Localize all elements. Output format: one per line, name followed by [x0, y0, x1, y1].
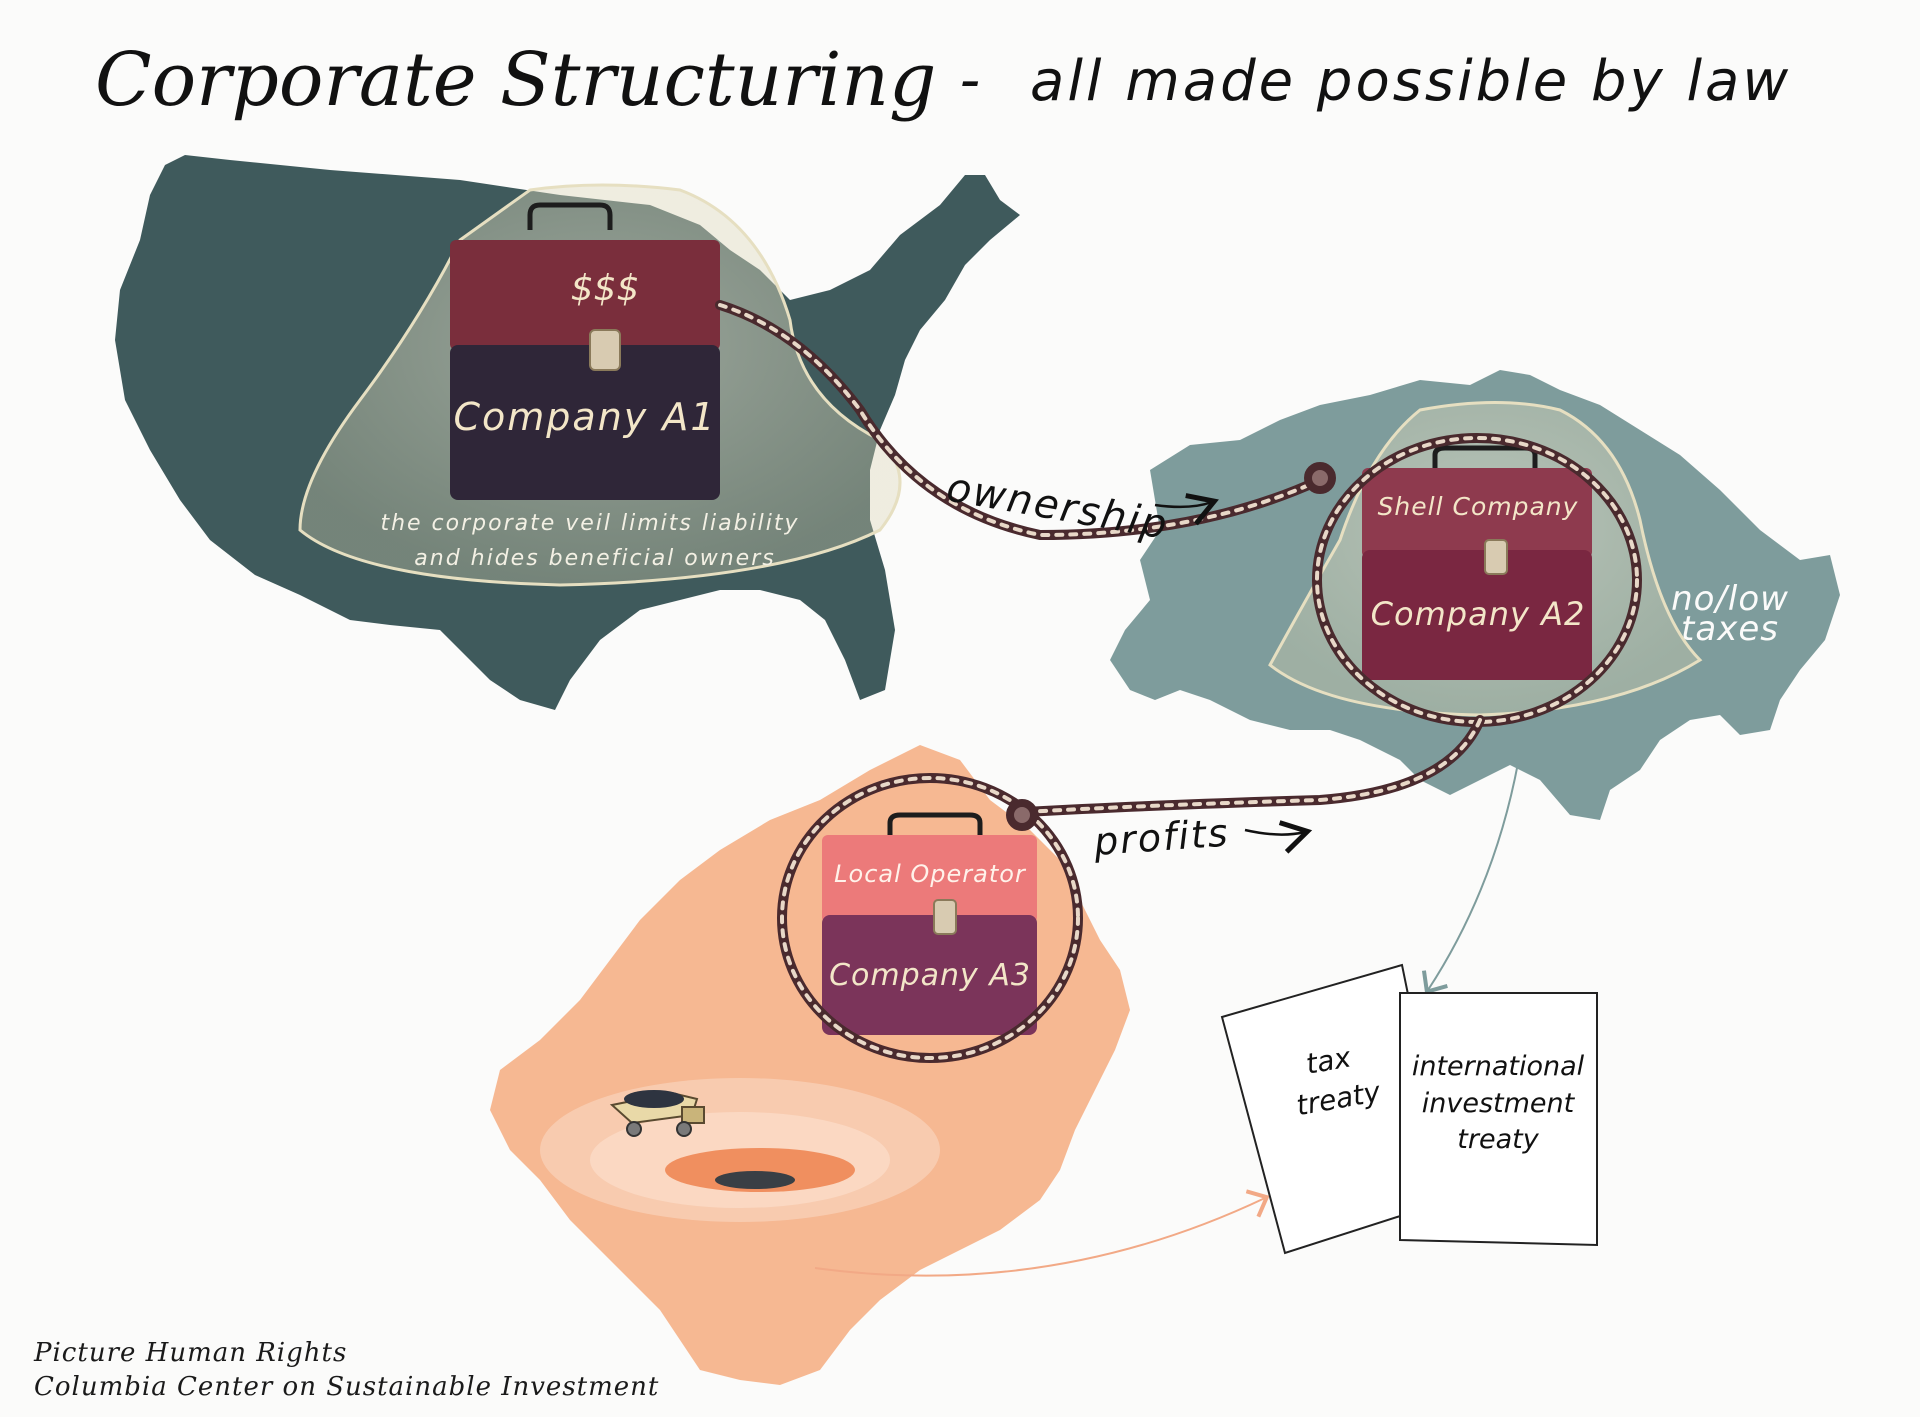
company-a1-name: Company A1	[453, 395, 716, 439]
company-a2-top-label: Shell Company	[1378, 492, 1579, 521]
company-a2-name: Company A2	[1371, 595, 1586, 633]
investment-treaty-document: international investment treaty	[1399, 992, 1598, 1247]
tax-treaty-line-1: tax	[1303, 1040, 1353, 1080]
company-a3-name: Company A3	[829, 958, 1031, 993]
great-lakes	[740, 230, 785, 262]
veil-caption: the corporate veil limits liability and …	[380, 511, 799, 571]
title-main: Corporate Structuring	[95, 37, 936, 123]
investment-treaty-line-3: treaty	[1457, 1124, 1539, 1155]
arrow-icon	[814, 1189, 1270, 1277]
title: Corporate Structuring - all made possibl…	[95, 37, 1791, 123]
arrow-icon	[1154, 493, 1219, 526]
company-a2-briefcase: Shell Company Company A2	[1362, 445, 1592, 680]
tax-note-line-2: taxes	[1681, 609, 1779, 649]
mining-truck-icon	[609, 1090, 705, 1137]
tax-note: no/low taxes	[1671, 579, 1789, 649]
tax-treaty-document: tax treaty	[1220, 963, 1452, 1255]
veil-caption-line-2: and hides beneficial owners	[414, 546, 775, 571]
investment-treaty-line-2: investment	[1422, 1088, 1576, 1119]
company-a3-briefcase: Local Operator Company A3	[822, 812, 1037, 1035]
arrow-icon	[1421, 739, 1523, 995]
title-dash: -	[960, 45, 980, 115]
profits-label: profits	[1092, 811, 1231, 864]
title-sub: all made possible by law	[1030, 49, 1791, 114]
company-a3-top-label: Local Operator	[834, 860, 1027, 888]
company-a1-briefcase: $$$ Company A1	[450, 202, 720, 500]
arrow-icon	[1244, 820, 1313, 854]
veil-caption-line-1: the corporate veil limits liability	[380, 511, 799, 536]
document-icon	[1399, 992, 1598, 1247]
mining-pit	[540, 1078, 940, 1222]
tax-note-line-1: no/low	[1671, 579, 1789, 619]
credit-line-2: Columbia Center on Sustainable Investmen…	[34, 1372, 660, 1402]
company-a1-money-label: $$$	[571, 268, 640, 309]
investment-treaty-line-1: international	[1412, 1051, 1585, 1082]
credit-line-1: Picture Human Rights	[34, 1338, 348, 1368]
profits-link: profits	[1092, 811, 1313, 864]
